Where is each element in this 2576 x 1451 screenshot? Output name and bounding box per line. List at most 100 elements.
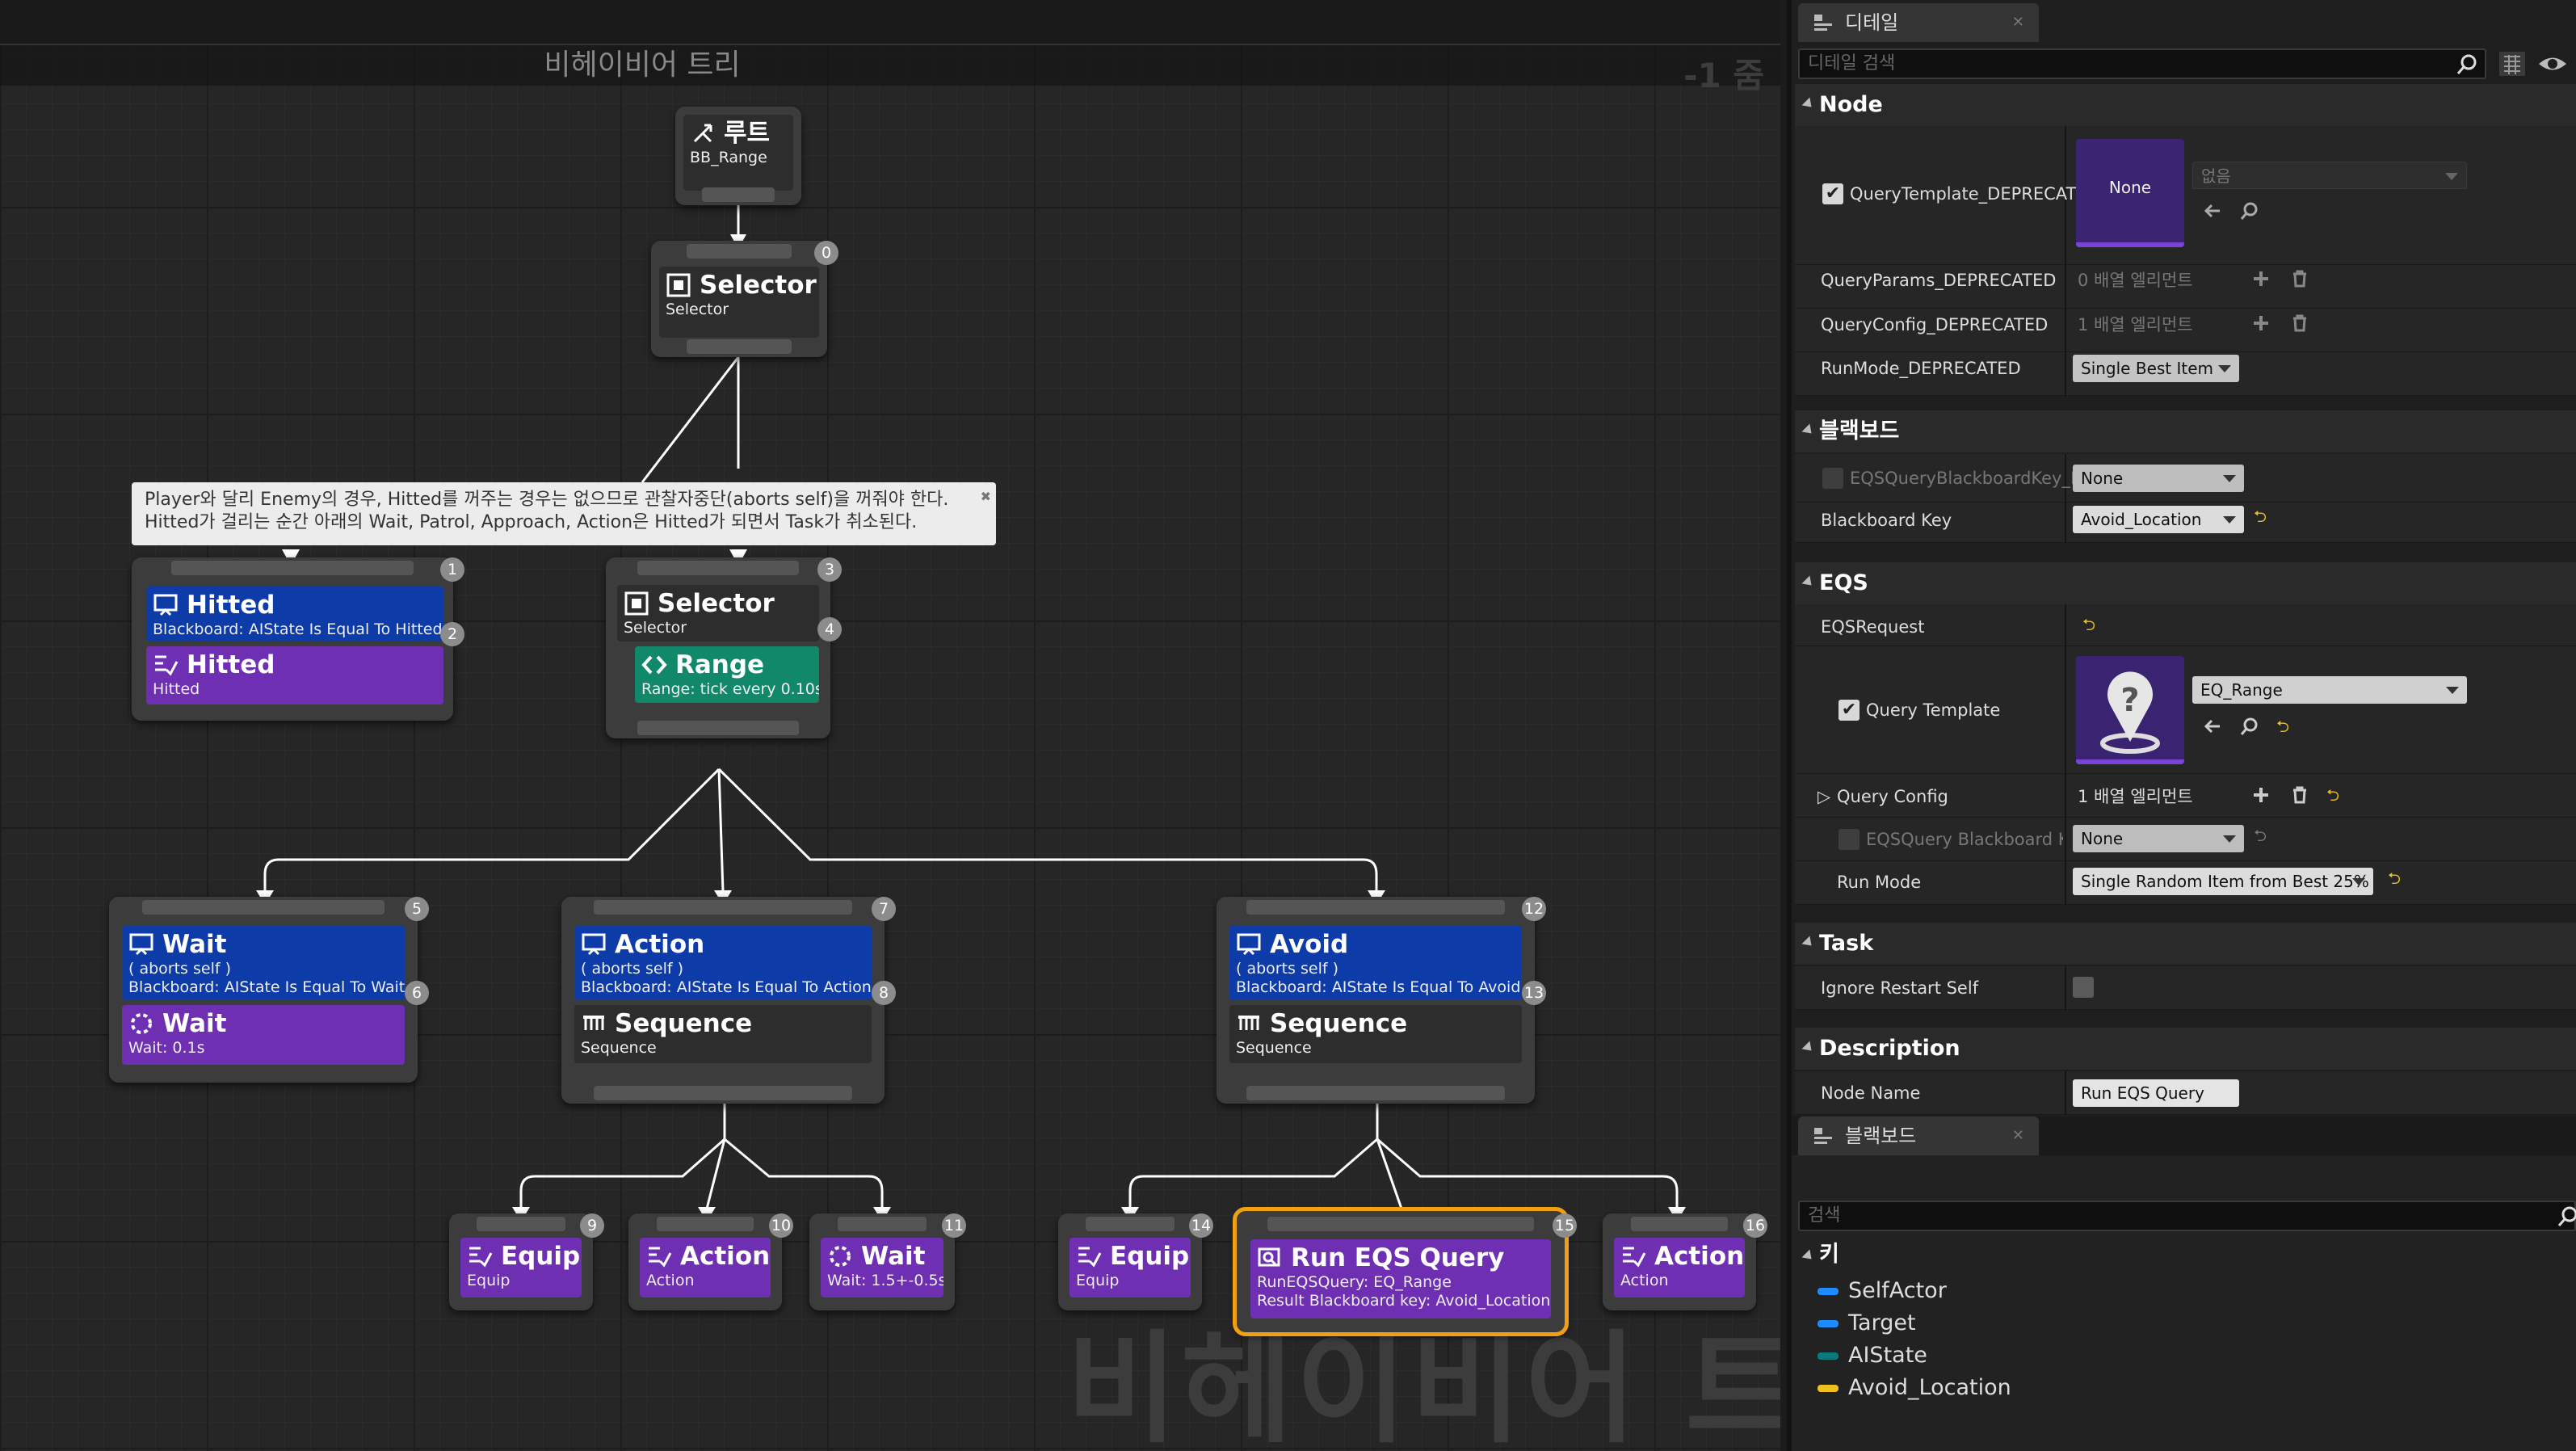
action-task-node-16[interactable]: Action Action 16	[1603, 1213, 1767, 1310]
query-template-combo[interactable]: EQ_Range	[2192, 676, 2467, 704]
query-config-expand-arrow-icon[interactable]: ▷	[1817, 787, 1831, 806]
search-icon[interactable]	[2557, 1205, 2576, 1228]
action-branch-node[interactable]: Action ( aborts self ) Blackboard: AISta…	[561, 897, 896, 1104]
ignore-restart-self-checkbox[interactable]: ✔	[2073, 977, 2094, 998]
query-template-deprecated-thumbnail[interactable]: None	[2076, 139, 2184, 247]
blackboard-key-item[interactable]: Avoid_Location	[1817, 1373, 2011, 1403]
browse-search-icon[interactable]	[2239, 716, 2260, 737]
run-mode-combo[interactable]: Single Random Item from Best 25%	[2073, 868, 2373, 895]
add-element-icon[interactable]	[2250, 784, 2271, 805]
reset-to-default-icon[interactable]: ⮌	[2276, 717, 2290, 736]
add-element-icon[interactable]	[2250, 313, 2271, 334]
category-eqs[interactable]: EQS	[1795, 562, 2576, 604]
key-name: Target	[1848, 1310, 1916, 1335]
avoid-decorator[interactable]: Avoid ( aborts self ) Blackboard: AIStat…	[1229, 926, 1522, 1000]
use-selected-arrow-icon[interactable]	[2202, 716, 2223, 737]
selector3-output-pin[interactable]	[637, 721, 799, 735]
action-task-node-10[interactable]: Action Action 10	[628, 1213, 793, 1310]
wait-branch-node[interactable]: Wait ( aborts self ) Blackboard: AIState…	[109, 897, 429, 1083]
property-matrix-icon[interactable]	[2496, 48, 2528, 79]
avoid-branch-node[interactable]: Avoid ( aborts self ) Blackboard: AIStat…	[1217, 897, 1546, 1104]
wait11-input-pin[interactable]	[838, 1217, 927, 1231]
trash-icon[interactable]	[2289, 313, 2310, 334]
equip9-input-pin[interactable]	[477, 1217, 565, 1231]
action-sequence[interactable]: Sequence Sequence	[574, 1005, 872, 1063]
category-blackboard[interactable]: 블랙보드	[1795, 410, 2576, 452]
visibility-eye-icon[interactable]	[2536, 52, 2569, 76]
action-decorator[interactable]: Action ( aborts self ) Blackboard: AISta…	[574, 926, 872, 1000]
query-template-deprecated-checkbox[interactable]: ✔	[1822, 183, 1843, 204]
avoid12-input-pin[interactable]	[1246, 900, 1505, 915]
blackboard-key-item[interactable]: AIState	[1817, 1341, 1927, 1370]
details-tab[interactable]: 디테일 ✕	[1798, 3, 2039, 42]
selector0-input-pin[interactable]	[687, 244, 792, 259]
reset-to-default-icon[interactable]: ⮌	[2388, 868, 2402, 888]
eqs-query-bb-key-combo[interactable]: None	[2073, 825, 2244, 852]
equip-task-node-14[interactable]: Equip Equip 14	[1058, 1213, 1213, 1310]
use-selected-arrow-icon[interactable]	[2202, 200, 2223, 221]
eqs15-input-pin[interactable]	[1267, 1217, 1534, 1231]
wait-task-node-11[interactable]: Wait Wait: 1.5+-0.5s 11	[809, 1213, 966, 1310]
action16-input-pin[interactable]	[1631, 1217, 1728, 1231]
hitted-input-pin[interactable]	[171, 561, 414, 575]
wait-decorator[interactable]: Wait ( aborts self ) Blackboard: AIState…	[122, 926, 405, 1000]
hitted-node[interactable]: Hitted Blackboard: AIState Is Equal To H…	[132, 557, 464, 721]
range-service[interactable]: Range Range: tick every 0.10s	[635, 646, 819, 703]
blackboard-tab-close-icon[interactable]: ✕	[2011, 1127, 2024, 1144]
details-tab-close-icon[interactable]: ✕	[2011, 14, 2024, 31]
blackboard-key-item[interactable]: Target	[1817, 1309, 1916, 1338]
graph-comment-box[interactable]: Player와 달리 Enemy의 경우, Hitted를 꺼주는 경우는 없으…	[132, 482, 996, 545]
blackboard-key-item[interactable]: SelfActor	[1817, 1276, 1947, 1306]
category-node[interactable]: Node	[1795, 84, 2576, 126]
blackboard-search-input[interactable]: 검색	[1798, 1201, 2576, 1231]
reset-to-default-icon[interactable]: ⮌	[2326, 785, 2340, 805]
root-output-pin[interactable]	[702, 187, 775, 202]
hitted-task[interactable]: Hitted Hitted	[146, 646, 443, 704]
blackboard-key-combo[interactable]: Avoid_Location	[2073, 506, 2244, 533]
reset-to-default-icon[interactable]: ⮌	[2082, 615, 2096, 634]
avoid12-output-pin[interactable]	[1246, 1086, 1505, 1100]
search-icon[interactable]	[2456, 53, 2478, 76]
action7-output-pin[interactable]	[594, 1086, 852, 1100]
wait-task-subtitle: Wait: 0.1s	[128, 1039, 205, 1057]
category-task[interactable]: Task	[1795, 923, 2576, 965]
wait-task[interactable]: Wait Wait: 0.1s	[122, 1005, 405, 1065]
eqs-request-label[interactable]: EQSRequest	[1821, 617, 1925, 637]
behavior-tree-graph[interactable]: 비헤이비어 트리 -1 줌 비헤이비어 트리 Pl	[0, 0, 1780, 1451]
add-element-icon[interactable]	[2250, 268, 2271, 289]
query-template-deprecated-combo[interactable]: 없음	[2192, 162, 2467, 189]
trash-icon[interactable]	[2289, 784, 2310, 805]
selector-node-3[interactable]: Selector Selector Range Range: tick ever…	[606, 557, 842, 738]
wire-seq7-children	[519, 1104, 884, 1209]
row-bg	[1795, 774, 2576, 818]
category-description[interactable]: Description	[1795, 1028, 2576, 1070]
blackboard-tab[interactable]: 블랙보드 ✕	[1798, 1117, 2039, 1155]
node-name-input[interactable]: Run EQS Query	[2073, 1079, 2239, 1107]
comment-close-icon[interactable]: ✖	[980, 489, 991, 504]
equip14-input-pin[interactable]	[1086, 1217, 1175, 1231]
browse-search-icon[interactable]	[2239, 200, 2260, 221]
eqs-query-bb-key-checkbox[interactable]: ✔	[1838, 829, 1860, 850]
selector0-output-pin[interactable]	[687, 339, 792, 354]
reset-to-default-icon[interactable]: ⮌	[2254, 826, 2267, 845]
selector3-title: Selector	[658, 589, 775, 618]
equip-task-node-9[interactable]: Equip Equip 9	[449, 1213, 604, 1310]
run-mode-deprecated-combo[interactable]: Single Best Item	[2073, 355, 2239, 382]
query-template-thumbnail[interactable]: ?	[2076, 656, 2184, 764]
trash-icon[interactable]	[2289, 268, 2310, 289]
query-template-checkbox[interactable]: ✔	[1838, 700, 1860, 721]
selector3-input-pin[interactable]	[637, 561, 799, 575]
action10-input-pin[interactable]	[657, 1217, 754, 1231]
run-eqs-query-node[interactable]: Run EQS Query RunEQSQuery: EQ_Range Resu…	[1233, 1207, 1577, 1336]
action7-input-pin[interactable]	[594, 900, 852, 915]
keys-header[interactable]: 키	[1795, 1236, 2576, 1273]
reset-to-default-icon[interactable]: ⮌	[2254, 507, 2267, 526]
avoid-sequence[interactable]: Sequence Sequence	[1229, 1005, 1522, 1063]
details-search-input[interactable]: 디테일 검색	[1798, 48, 2486, 79]
wait5-input-pin[interactable]	[142, 900, 385, 915]
eqs-query-bb-key-d-combo[interactable]: None	[2073, 465, 2244, 492]
selector-node-0[interactable]: Selector Selector 0	[651, 241, 838, 357]
root-node[interactable]: 루트 BB_Range	[675, 107, 801, 205]
hitted-decorator[interactable]: Hitted Blackboard: AIState Is Equal To H…	[146, 587, 443, 641]
eqs-query-bb-key-d-checkbox[interactable]: ✔	[1822, 468, 1843, 489]
